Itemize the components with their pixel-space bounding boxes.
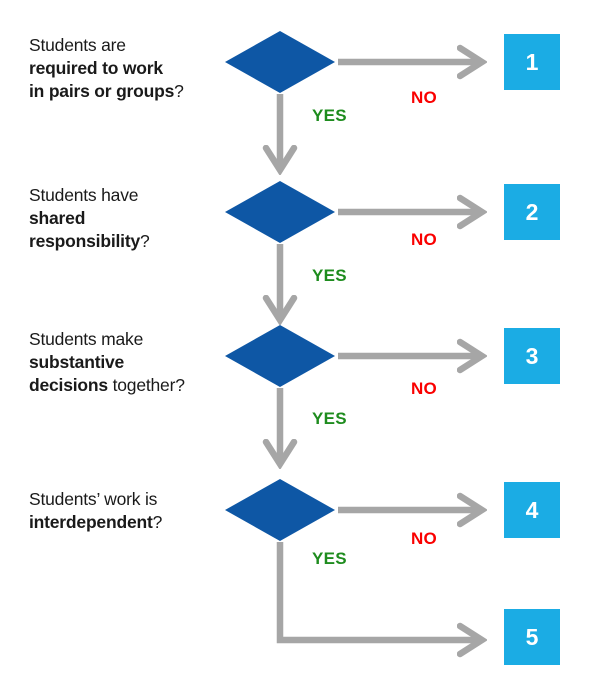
question-1-suffix: ? bbox=[174, 81, 184, 101]
question-4-line1: Students’ work is bbox=[29, 489, 158, 509]
outcome-box-2: 2 bbox=[504, 184, 560, 240]
question-2: Students have shared responsibility? bbox=[29, 184, 244, 253]
question-3: Students make substantive decisions toge… bbox=[29, 328, 244, 397]
question-4: Students’ work is interdependent? bbox=[29, 488, 244, 534]
no-label-1: NO bbox=[410, 88, 438, 107]
question-3-suffix: together? bbox=[107, 375, 185, 395]
yes-label-1: YES bbox=[312, 106, 347, 125]
no-label-4: NO bbox=[410, 529, 438, 548]
outcome-box-1: 1 bbox=[504, 34, 560, 90]
question-1: Students are required to work in pairs o… bbox=[29, 34, 244, 103]
question-1-line2: required to work bbox=[29, 58, 163, 78]
yes-label-4: YES bbox=[312, 549, 347, 568]
question-2-line1: Students have bbox=[29, 185, 139, 205]
question-3-line3: decisions bbox=[29, 375, 108, 395]
no-label-3: NO bbox=[410, 379, 438, 398]
outcome-box-5: 5 bbox=[504, 609, 560, 665]
yes-label-3: YES bbox=[312, 409, 347, 428]
question-1-line1: Students are bbox=[29, 35, 126, 55]
question-2-suffix: ? bbox=[139, 231, 150, 251]
question-2-line3: responsibility bbox=[29, 231, 140, 251]
yes-label-2: YES bbox=[312, 266, 347, 285]
decision-diamond-1 bbox=[225, 31, 335, 93]
question-2-line2: shared bbox=[29, 208, 86, 228]
yes-arrow-4-elbow bbox=[276, 542, 482, 640]
question-4-suffix: ? bbox=[152, 512, 163, 532]
decision-diamond-3 bbox=[225, 325, 335, 387]
outcome-box-4: 4 bbox=[504, 482, 560, 538]
decision-diamond-2 bbox=[225, 181, 335, 243]
no-label-2: NO bbox=[410, 230, 438, 249]
decision-diamond-4 bbox=[225, 479, 335, 541]
question-3-line1: Students make bbox=[29, 329, 144, 349]
question-1-line3: in pairs or groups bbox=[29, 81, 175, 101]
question-3-line2: substantive bbox=[29, 352, 125, 372]
question-4-line2: interdependent bbox=[29, 512, 153, 532]
outcome-box-3: 3 bbox=[504, 328, 560, 384]
